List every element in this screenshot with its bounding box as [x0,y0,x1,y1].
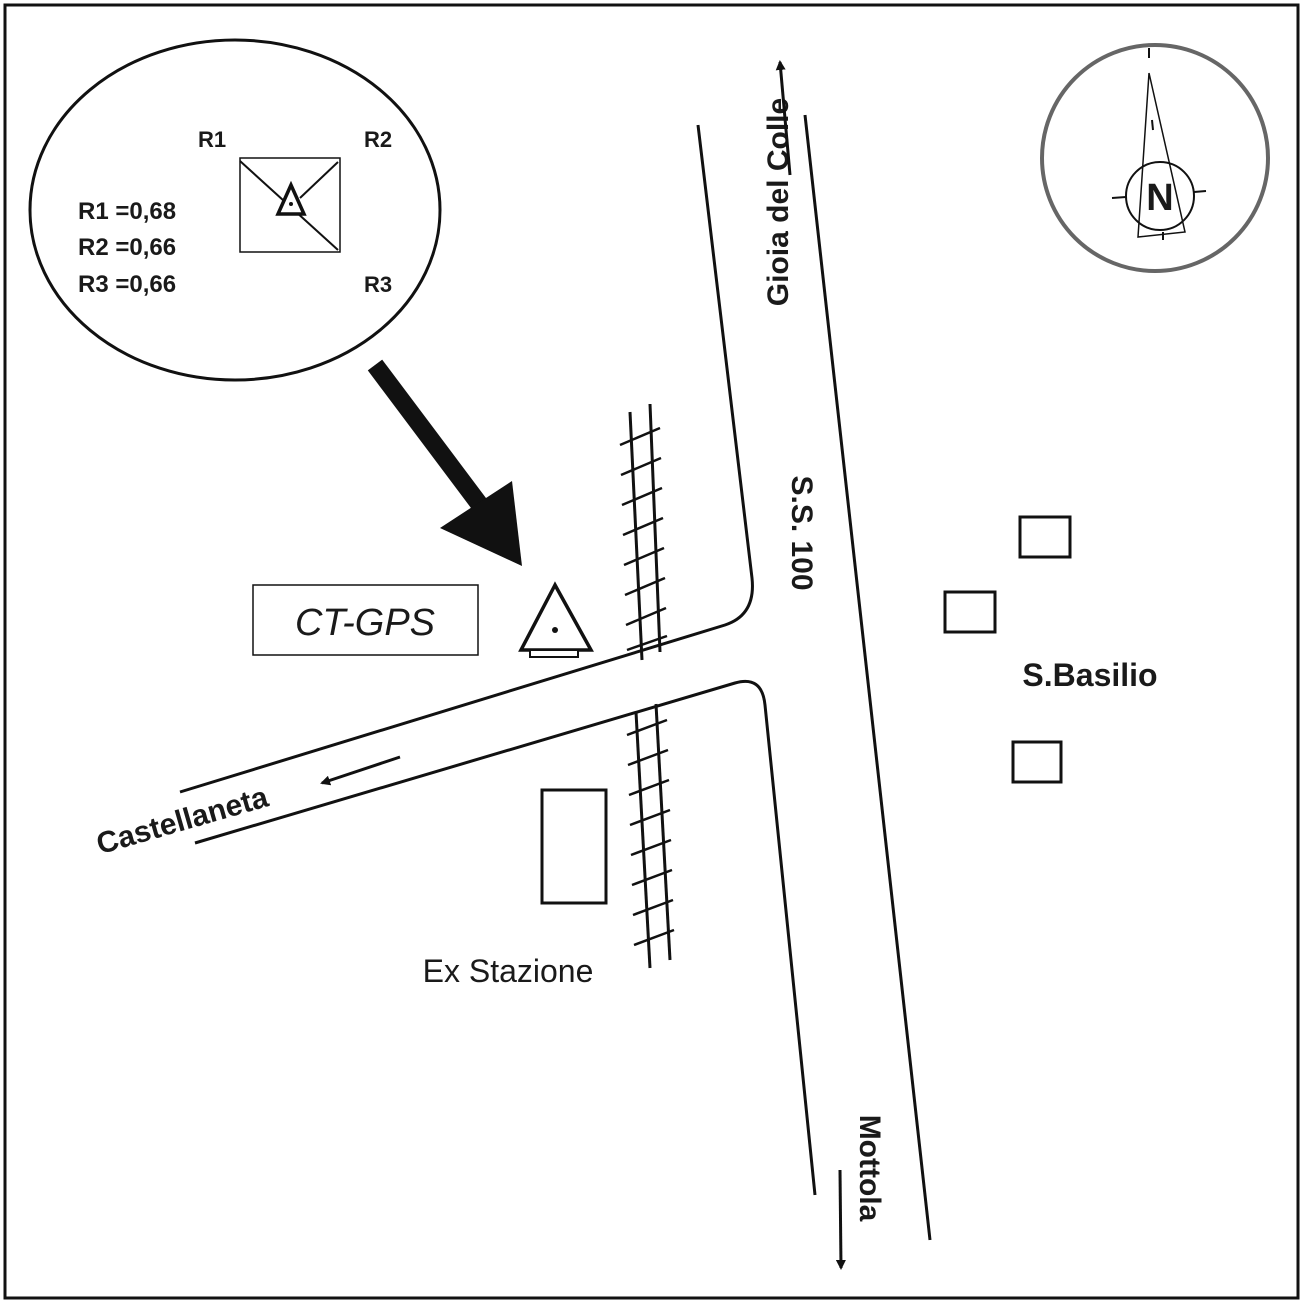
inset-station-icon [275,180,307,216]
railway [619,403,675,969]
road-label-mottola: Mottola [853,1115,886,1222]
station-label-box [252,584,479,656]
north-arrow-compass-icon: N [1040,43,1270,273]
inset-label-r1: R1 [198,127,226,152]
inset-value-r2: R2 =0,66 [78,234,176,261]
road-edge-north-west [179,124,754,794]
road-edge-east [803,114,932,1241]
building [943,590,997,634]
place-label-s-basilio: S.Basilio [1022,657,1157,693]
map-border [3,3,1300,1300]
station-inset: R1 R2 R3 R1 =0,68 R2 =0,66 R3 =0,66 [28,38,442,382]
building [1018,515,1072,559]
gps-station-icon [518,581,594,658]
roads [179,114,932,1241]
building [1011,740,1063,784]
arrow-north-icon [775,60,792,176]
inset-value-r1: R1 =0,68 [78,198,176,225]
road-label-ss100: S.S. 100 [785,475,818,590]
road-edge-south-west [194,679,817,1196]
road-label-gioia-del-colle: Gioia del Colle [762,98,795,306]
place-label-ex-stazione: Ex Stazione [423,953,594,989]
arrow-west-icon [320,755,401,786]
inset-label-r3: R3 [364,272,392,297]
ex-station-building [540,788,608,905]
inset-label-r2: R2 [364,127,392,152]
inset-value-r3: R3 =0,66 [78,271,176,298]
arrow-south-icon [835,1169,846,1270]
pointer-arrow-icon [367,359,522,566]
station-label: CT-GPS [295,602,435,644]
compass-north-label: N [1146,177,1173,219]
inset-square [239,157,341,253]
